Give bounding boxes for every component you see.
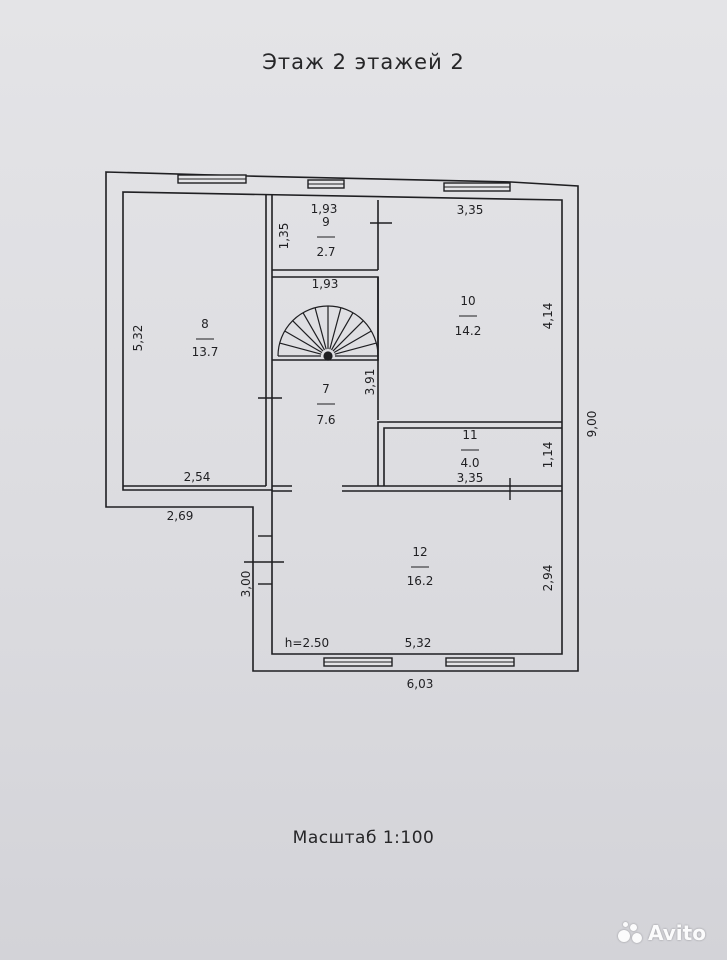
room-9-number: 9 <box>322 215 330 229</box>
dim-1-14: 1,14 <box>541 442 555 469</box>
room-9-area: 2.7 <box>316 245 335 259</box>
scale-label: Масштаб 1:100 <box>292 828 435 848</box>
dim-1-35: 1,35 <box>277 223 291 250</box>
dim-3-91: 3,91 <box>363 369 377 396</box>
room-7-number: 7 <box>322 382 330 396</box>
dim-3-35-mid: 3,35 <box>457 471 484 485</box>
outer-wall <box>105 171 579 672</box>
page-title: Этаж 2 этажей 2 <box>262 50 465 74</box>
room-12-number: 12 <box>412 545 427 559</box>
dim-1-93-stair: 1,93 <box>312 277 339 291</box>
stair-step <box>314 307 327 350</box>
dim-2-54: 2,54 <box>184 470 211 484</box>
room-11-area: 4.0 <box>460 456 479 470</box>
stair-step <box>332 320 364 352</box>
room-10-area: 14.2 <box>455 324 482 338</box>
dim-1-93-top: 1,93 <box>311 202 338 216</box>
stair-step <box>333 330 372 354</box>
spiral-staircase <box>277 305 379 361</box>
room-12-area: 16.2 <box>407 574 434 588</box>
stair-center <box>323 351 333 361</box>
room-8-number: 8 <box>201 317 209 331</box>
stair-step <box>302 312 326 351</box>
dim-4-14: 4,14 <box>541 303 555 330</box>
room-11-number: 11 <box>462 428 477 442</box>
dim-9-00: 9,00 <box>585 411 599 438</box>
room-8-area: 13.7 <box>192 345 219 359</box>
dim-5-32-bottom: 5,32 <box>405 636 432 650</box>
avito-watermark-text: Avito <box>648 921 706 945</box>
stair-step <box>292 320 324 352</box>
avito-logo-icon <box>618 922 644 944</box>
stair-step <box>279 342 322 355</box>
dim-3-35-top: 3,35 <box>457 203 484 217</box>
dim-6-03: 6,03 <box>407 677 434 691</box>
dim-2-69: 2,69 <box>167 509 194 523</box>
stair-step <box>330 312 354 351</box>
room-10-number: 10 <box>460 294 475 308</box>
stair-step <box>334 342 377 355</box>
dim-5-32-left: 5,32 <box>131 325 145 352</box>
avito-watermark: Avito <box>618 918 718 948</box>
dim-2-94: 2,94 <box>541 565 555 592</box>
stair-step <box>329 307 342 350</box>
room-7-area: 7.6 <box>316 413 335 427</box>
ceiling-height: h=2.50 <box>285 636 329 650</box>
stair-step <box>284 330 323 354</box>
inner-wall <box>122 191 563 655</box>
dim-3-00: 3,00 <box>239 571 253 598</box>
